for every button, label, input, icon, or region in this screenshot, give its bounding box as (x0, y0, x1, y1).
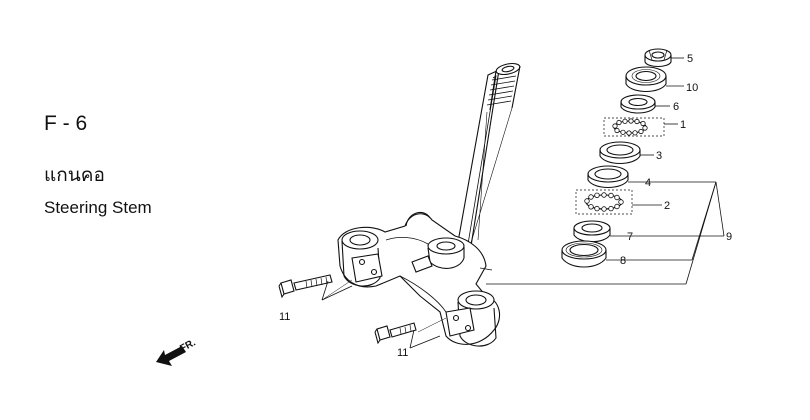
pinch-bolt-upper (278, 274, 333, 299)
adjusting-nut (625, 66, 667, 93)
lower-ball-bearing (575, 189, 633, 215)
upper-race-cone (620, 94, 656, 114)
callout-6: 6 (673, 101, 679, 113)
bottom-bridge (337, 211, 501, 347)
callout-8: 8 (620, 255, 626, 267)
figure-code: F - 6 (44, 112, 88, 135)
front-direction-arrow: FR. (156, 337, 198, 366)
callout-10: 10 (686, 82, 698, 94)
upper-ball-bearing (603, 117, 665, 137)
callout-labels: 5 10 6 1 3 4 2 7 9 8 11 11 (279, 53, 732, 359)
callout-11-upper: 11 (279, 311, 290, 323)
callout-2: 2 (664, 200, 670, 212)
callout-3: 3 (656, 150, 662, 162)
front-label: FR. (178, 337, 198, 354)
dust-seal (561, 240, 607, 268)
figure-title-thai: แกนคอ (44, 164, 105, 186)
leader-lines (321, 57, 725, 349)
callout-4: 4 (645, 177, 651, 189)
callout-7: 7 (627, 231, 633, 243)
callout-9: 9 (726, 231, 732, 243)
lower-outer-race (587, 165, 629, 189)
stem-nut (644, 48, 672, 68)
callout-11-lower: 11 (397, 347, 408, 359)
arrow-icon (156, 346, 186, 366)
figure-title-english: Steering Stem (44, 198, 152, 217)
lower-inner-race (573, 220, 611, 243)
pinch-bolt-lower (374, 322, 417, 345)
stem-shaft (457, 62, 521, 247)
callout-5: 5 (687, 53, 693, 65)
callout-1: 1 (680, 119, 686, 131)
upper-outer-race (599, 141, 641, 165)
